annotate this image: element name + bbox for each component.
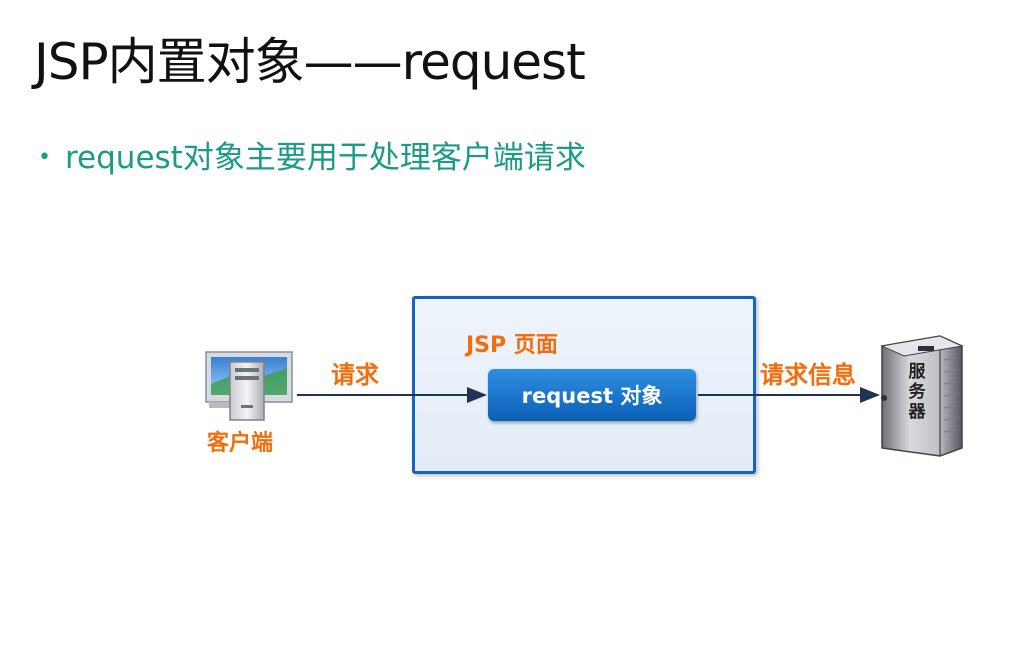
request-info-label: 请求信息 <box>760 361 856 389</box>
client-label: 客户端 <box>207 431 274 456</box>
request-label: 请求 <box>331 361 379 389</box>
server-label: 服 务 器 <box>904 362 930 422</box>
bullet-text: request对象主要用于处理客户端请求 <box>64 140 586 176</box>
jsp-page-label: JSP 页面 <box>466 333 558 358</box>
request-object-box: request 对象 <box>488 369 696 421</box>
server-icon <box>880 335 964 457</box>
bullet-dot-icon: • <box>38 145 51 170</box>
bullet-point: • request对象主要用于处理客户端请求 <box>38 132 586 177</box>
request-object-label: request 对象 <box>521 384 663 408</box>
server-char: 器 <box>908 402 926 422</box>
slide-title: JSP内置对象——request <box>34 33 586 91</box>
server-char: 服 <box>908 362 926 382</box>
client-computer-icon <box>205 351 293 421</box>
server-char: 务 <box>908 382 926 402</box>
